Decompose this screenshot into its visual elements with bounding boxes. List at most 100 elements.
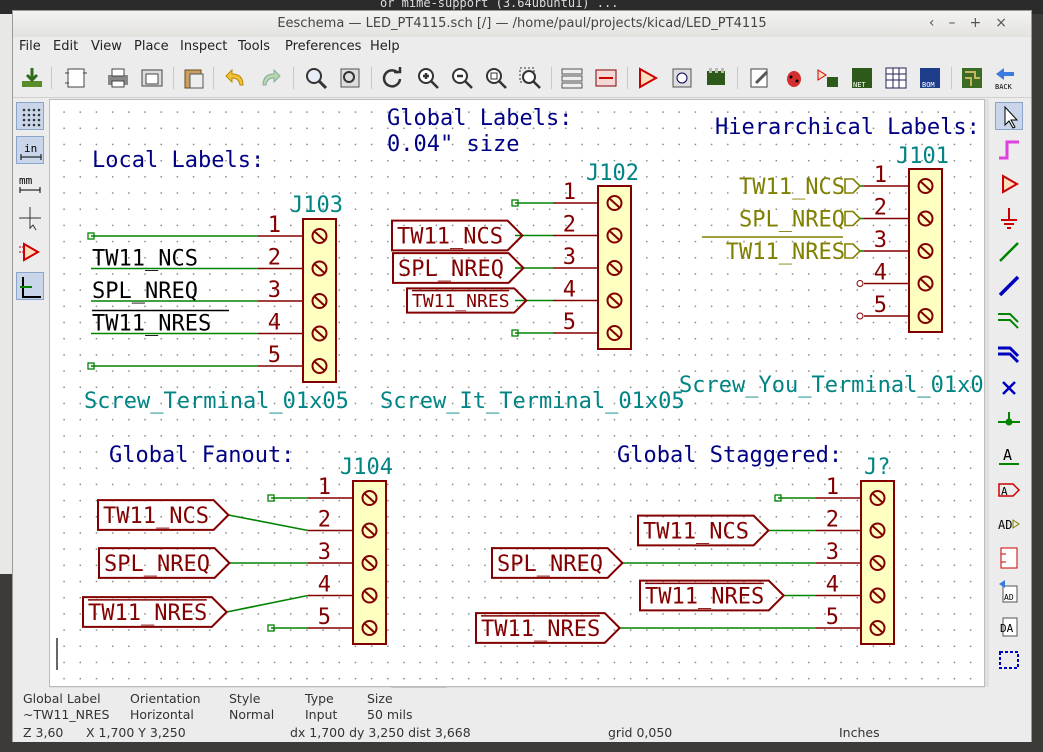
ref-j102: J102 [586, 161, 639, 186]
screw-slot [363, 589, 376, 602]
add-bus-icon[interactable] [995, 272, 1023, 300]
back-annotate-icon[interactable]: BACK [993, 65, 1019, 91]
background-window-edge [0, 14, 12, 574]
connector-body [302, 218, 337, 383]
status-field-name: Global Label [23, 691, 101, 706]
highlight-net-icon[interactable] [995, 136, 1023, 164]
main-toolbar: NET BOM BACK [13, 59, 1031, 98]
pin-number: 5 [563, 310, 576, 335]
wire-angle-icon[interactable] [16, 272, 44, 300]
no-connect-icon[interactable] [995, 374, 1023, 402]
load-icon[interactable] [19, 65, 45, 91]
add-bus-entry-icon[interactable] [995, 340, 1023, 368]
add-power-icon[interactable] [995, 204, 1023, 232]
menu-inspect[interactable]: Inspect [180, 39, 228, 54]
minimize-button[interactable]: – [948, 15, 970, 31]
zoom-fit-icon[interactable] [483, 65, 509, 91]
redraw-icon[interactable] [379, 65, 405, 91]
bom-icon[interactable] [883, 65, 909, 91]
cursor-shape-icon[interactable] [16, 204, 44, 232]
add-sheet-icon[interactable] [995, 544, 1023, 572]
menu-help[interactable]: Help [370, 39, 400, 54]
global-label-ncs: TW11_NCS [637, 514, 770, 547]
import-sheet-pin-icon[interactable]: AD [995, 578, 1023, 606]
add-wire-icon[interactable] [995, 238, 1023, 266]
select-arrow-icon[interactable] [995, 102, 1023, 130]
plot-icon[interactable] [139, 65, 165, 91]
menu-tools[interactable]: Tools [238, 39, 271, 54]
units-mm-icon[interactable]: mm [16, 170, 44, 198]
screw-slot [363, 622, 376, 634]
symbol-editor-icon[interactable] [635, 65, 661, 91]
title-bar[interactable]: Eeschema — LED_PT4115.sch [/] — /home/pa… [13, 11, 1031, 37]
pcbnew-icon[interactable] [959, 65, 985, 91]
menu-edit[interactable]: Edit [53, 39, 79, 54]
add-wire-entry-icon[interactable] [995, 306, 1023, 334]
value-j103: Screw_Terminal_01x05 [84, 389, 349, 414]
note-hierarchical-labels: Hierarchical Labels: [715, 115, 980, 140]
print-icon[interactable] [105, 65, 131, 91]
generate-bom-icon[interactable]: BOM [917, 65, 943, 91]
zoom-out-icon[interactable] [449, 65, 475, 91]
undo-icon[interactable] [223, 65, 249, 91]
pin-number: 5 [318, 605, 331, 630]
close-button[interactable]: × [995, 15, 1021, 31]
units-inches-icon[interactable]: in [16, 136, 44, 164]
screw-slot [919, 277, 932, 290]
add-junction-icon[interactable] [995, 408, 1023, 436]
netlist-icon[interactable]: NET [849, 65, 875, 91]
menu-place[interactable]: Place [134, 39, 169, 54]
menu-view[interactable]: View [91, 39, 122, 54]
assign-footprints-icon[interactable] [815, 65, 841, 91]
redo-icon[interactable] [257, 65, 283, 91]
pin-number: 2 [268, 246, 281, 271]
add-label-icon[interactable]: A [995, 442, 1023, 470]
screw-slot [313, 230, 326, 242]
maximize-button[interactable]: + [969, 15, 996, 31]
local-label: TW11_NCS [92, 247, 198, 272]
global-label-text: TW11_NCS [643, 519, 749, 544]
paste-icon[interactable] [181, 65, 207, 91]
collapse-button[interactable]: ‹ [928, 15, 949, 31]
hierarchical-label-shape [844, 210, 862, 227]
footprint-editor-icon[interactable] [703, 65, 729, 91]
add-global-label-icon[interactable]: A [995, 476, 1023, 504]
status-field-value: Horizontal [130, 707, 194, 722]
status-delta: dx 1,700 dy 3,250 dist 3,668 [290, 725, 471, 740]
annotate-icon[interactable] [747, 65, 773, 91]
pin-number: 3 [563, 245, 576, 270]
vertical-scrollbar[interactable] [985, 99, 989, 687]
svg-text:mm: mm [19, 174, 33, 187]
eeschema-window: Eeschema — LED_PT4115.sch [/] — /home/pa… [12, 10, 1032, 742]
menu-bar: File Edit View Place Inspect Tools Prefe… [13, 37, 1031, 59]
add-sheet-pin-icon[interactable]: DA [995, 612, 1023, 640]
find-replace-icon[interactable] [337, 65, 363, 91]
erc-icon[interactable] [781, 65, 807, 91]
terminal-text: or mime-support (3.64ubuntu1) ... [380, 0, 619, 10]
symbol-browser-icon[interactable] [669, 65, 695, 91]
add-graphic-lines-icon[interactable] [995, 646, 1023, 674]
pin-number: 2 [874, 196, 887, 221]
add-symbol-icon[interactable] [995, 170, 1023, 198]
add-hierarchical-label-icon[interactable]: AD [995, 510, 1023, 538]
hidden-pins-icon[interactable] [16, 238, 44, 266]
page-settings-icon[interactable] [63, 65, 89, 91]
hierarchy-navigator-icon[interactable] [559, 65, 585, 91]
zoom-in-icon[interactable] [415, 65, 441, 91]
status-field-name: Type [305, 691, 334, 706]
pin-number: 1 [874, 163, 887, 188]
leave-sheet-icon[interactable] [593, 65, 619, 91]
status-field-value: ~TW11_NRES [23, 707, 110, 722]
hierarchical-label: SPL_NREQ [739, 208, 845, 233]
pin-number: 4 [318, 573, 331, 598]
grid-toggle-icon[interactable] [16, 102, 44, 130]
menu-file[interactable]: File [19, 39, 41, 54]
find-icon[interactable] [303, 65, 329, 91]
zoom-selection-icon[interactable] [517, 65, 543, 91]
status-zoom: Z 3,60 [23, 725, 64, 740]
global-label-nres: TW11_NRES [82, 596, 229, 628]
menu-preferences[interactable]: Preferences [285, 39, 362, 54]
status-field-value: Input [305, 707, 338, 722]
screw-slot [608, 327, 621, 339]
